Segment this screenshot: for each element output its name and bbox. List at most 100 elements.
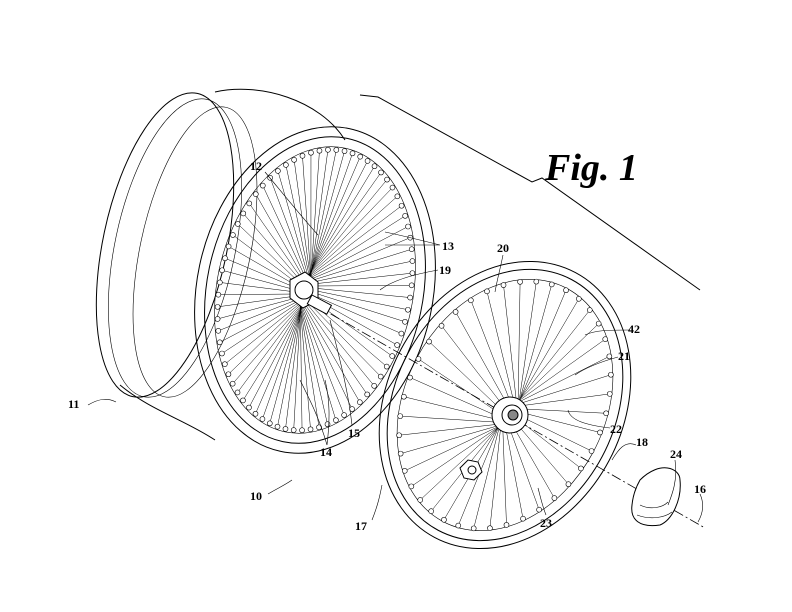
spoke-nipple [409,484,414,489]
spoke-nipple [402,468,407,473]
spoke [297,196,397,286]
spoke-nipple [607,391,612,396]
spoke-nipple [308,427,313,432]
center-cap-24 [632,468,681,526]
spoke [517,411,600,432]
spoke [306,249,412,282]
spoke-nipple [401,394,406,399]
spoke-nipple [596,321,601,326]
spoke-nipple [441,517,446,522]
label-12: 12 [250,159,262,173]
spoke-nipple [603,337,608,342]
spoke-nipple [365,392,370,397]
spoke-nipple [217,340,222,345]
spoke-nipple [246,405,251,410]
spoke-nipple [365,158,370,163]
label-11: 11 [68,397,79,411]
spoke-nipple [325,422,330,427]
spoke-nipple [216,292,221,297]
spoke [306,150,336,298]
label-15: 15 [348,426,360,440]
spoke-nipple [253,411,258,416]
spoke [471,300,513,407]
spoke-nipple [537,507,542,512]
spoke [508,423,540,510]
spoke-nipple [407,375,412,380]
spoke-nipple [230,381,235,386]
spoke-nipple [372,383,377,388]
spoke-nipple [390,185,395,190]
spoke-nipple [223,256,228,261]
spoke-nipple [504,522,509,527]
spoke-nipple [275,424,280,429]
label-17: 17 [355,519,367,533]
spoke-nipple [300,428,305,433]
spoke-nipple [598,430,603,435]
spoke-nipple [308,150,313,155]
spoke-nipple [217,280,222,285]
spoke-nipple [219,351,224,356]
spoke-nipple [385,177,390,182]
spoke [517,419,581,469]
spoke-nipple [399,331,404,336]
spoke-nipple [230,232,235,237]
spoke-nipple [607,354,612,359]
spoke [302,156,311,292]
spoke [218,294,297,295]
spoke-nipple [587,308,592,313]
spoke-nipple [549,282,554,287]
spoke-nipple [439,323,444,328]
spoke-nipple [409,247,414,252]
spoke-nipple [406,224,411,229]
spoke-nipple [358,154,363,159]
spoke-nipple [468,298,473,303]
spoke-nipple [350,151,355,156]
spoke-nipple [487,526,492,531]
spoke [296,290,336,420]
spoke-nipple [403,213,408,218]
spoke-nipple [215,316,220,321]
spoke-nipple [253,192,258,197]
spoke [504,421,523,519]
spoke-nipple [300,153,305,158]
spoke-nipple [378,374,383,379]
spoke-nipple [395,343,400,348]
spoke-nipple [408,295,413,300]
spoke-nipple [410,271,415,276]
spoke-nipple [518,279,523,284]
spoke-nipple [226,244,231,249]
spoke-nipple [317,148,322,153]
spoke-nipple [283,162,288,167]
spoke-nipple [534,279,539,284]
spoke-nipple [453,309,458,314]
spoke-nipple [456,523,461,528]
spoke-nipple [384,364,389,369]
spoke-nipple [589,449,594,454]
spoke [302,298,374,386]
spoke-nipple [521,516,526,521]
spoke-nipple [608,372,613,377]
spoke-nipple [604,411,609,416]
spoke-nipple [292,157,297,162]
label-16: 16 [694,482,706,496]
spoke-nipple [418,497,423,502]
spoke-nipple [416,356,421,361]
spoke [311,285,412,286]
spoke [487,291,516,409]
label-22: 22 [610,422,622,436]
spoke [222,270,296,290]
spoke-nipple [333,418,338,423]
spoke-nipple [566,482,571,487]
spoke [515,409,606,414]
label-21: 21 [618,349,630,363]
label-10: 10 [250,489,262,503]
spoke [300,297,367,394]
spoke [225,258,296,288]
spoke [218,296,299,307]
spoke-nipple [484,289,489,294]
spoke-nipple [357,400,362,405]
spoke-nipple [342,413,347,418]
spoke-nipple [260,183,265,188]
spoke [218,297,300,319]
